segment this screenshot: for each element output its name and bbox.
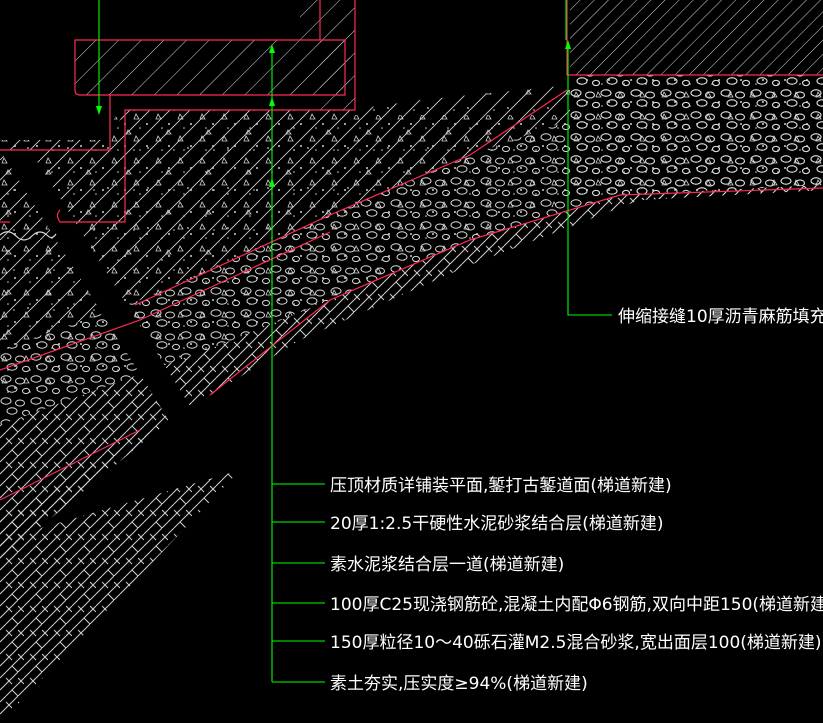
gravel-top-line xyxy=(0,231,331,371)
slab-top-line xyxy=(134,89,568,306)
gravel-bottom-line xyxy=(209,187,823,396)
soil-right xyxy=(620,185,823,200)
annotation-texts: 伸缩接缝10厚沥青麻筋填充料(梯 压顶材质详铺装平面,錾打古錾道面(梯道新建) … xyxy=(330,307,823,694)
arrow-joint xyxy=(565,40,571,49)
coping-block xyxy=(75,40,350,95)
label-expansion-joint: 伸缩接缝10厚沥青麻筋填充料(梯 xyxy=(618,307,823,327)
gravel-under-paving xyxy=(570,75,823,200)
soil-edge-band xyxy=(0,420,170,560)
leader-lines xyxy=(98,0,612,683)
outline-lines xyxy=(0,0,823,501)
paving-outline xyxy=(566,0,823,76)
arrow-left xyxy=(96,106,102,115)
lower-soil-bottom xyxy=(0,470,240,723)
arrow-main-3 xyxy=(269,178,275,187)
arrow-main-2 xyxy=(269,97,275,106)
break-line xyxy=(0,231,57,241)
coping-outline xyxy=(74,39,346,96)
soil-top-line-left xyxy=(0,429,141,501)
leader-joint xyxy=(567,44,612,316)
label-layer-soil: 素土夯实,压实度≥94%(梯道新建) xyxy=(330,674,588,694)
concrete-layer xyxy=(0,85,570,350)
arrow-main-1 xyxy=(269,44,275,53)
leader-arrows xyxy=(96,40,571,187)
diagonal-wall-band xyxy=(0,150,230,470)
top-left-wall xyxy=(300,0,355,110)
label-layer-paving: 压顶材质详铺装平面,錾打古錾道面(梯道新建) xyxy=(330,475,672,496)
label-layer-cement-slurry: 素水泥浆结合层一道(梯道新建) xyxy=(330,555,564,575)
label-layer-gravel: 150厚粒径10～40砾石灌M2.5混合砂浆,宽出面层100(梯道新建) xyxy=(330,633,822,653)
label-layer-concrete: 100厚C25现浇钢筋砼,混凝土内配Φ6钢筋,双向中距150(梯道新建) xyxy=(330,595,823,615)
label-layer-mortar: 20厚1:2.5干硬性水泥砂浆结合层(梯道新建) xyxy=(330,514,663,534)
step-outline xyxy=(0,95,111,151)
wall-outline xyxy=(56,0,356,223)
paving-block-right xyxy=(570,0,823,75)
